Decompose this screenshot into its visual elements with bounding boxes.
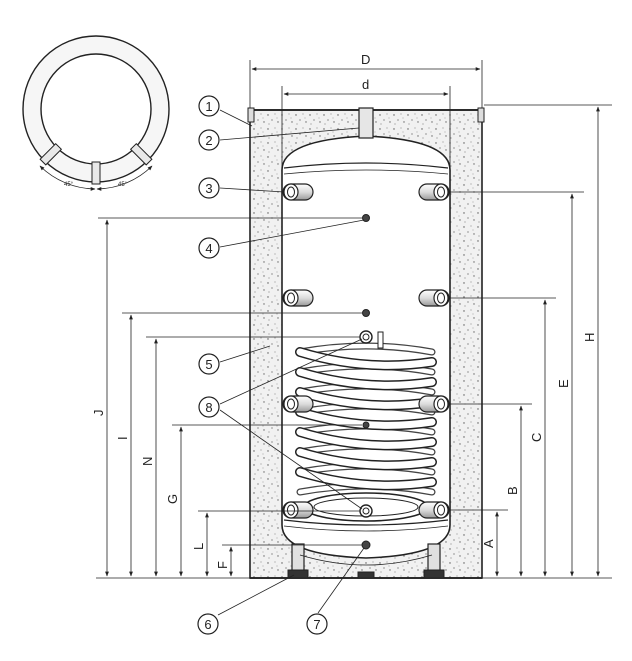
right-dimensions: A B C E H bbox=[449, 104, 612, 579]
top-view: 45° 45° bbox=[22, 35, 170, 191]
dim-label-E: E bbox=[556, 379, 571, 388]
top-view-angle-arc-right bbox=[96, 165, 153, 191]
dim-label-C: C bbox=[529, 433, 544, 442]
svg-text:3: 3 bbox=[205, 181, 212, 196]
top-view-angle-arc-left bbox=[39, 165, 96, 191]
right-connections bbox=[418, 183, 450, 519]
callout-8: 8 bbox=[198, 396, 220, 418]
dim-label-A: A bbox=[481, 539, 496, 548]
foot-left bbox=[291, 543, 305, 573]
left-dimensions: J I N G L F bbox=[91, 217, 362, 579]
top-dimensions: D d bbox=[249, 52, 483, 170]
dim-label-D: D bbox=[361, 52, 370, 67]
svg-text:2: 2 bbox=[205, 133, 212, 148]
left-connection-3 bbox=[282, 395, 314, 413]
sensor-sockets bbox=[359, 214, 373, 550]
callout-6: 6 bbox=[197, 613, 219, 635]
svg-text:8: 8 bbox=[205, 400, 212, 415]
dim-label-B: B bbox=[505, 486, 520, 495]
sensor-socket-2 bbox=[362, 309, 370, 317]
right-connection-2 bbox=[418, 289, 450, 307]
top-view-stub-right bbox=[129, 142, 153, 166]
feet bbox=[287, 543, 445, 579]
svg-text:5: 5 bbox=[205, 357, 212, 372]
callout-3: 3 bbox=[198, 177, 220, 199]
dim-label-J: J bbox=[91, 410, 106, 417]
dim-label-d: d bbox=[362, 77, 369, 92]
right-connection-4 bbox=[418, 501, 450, 519]
svg-text:1: 1 bbox=[205, 99, 212, 114]
left-connection-2 bbox=[282, 289, 314, 307]
dim-label-F: F bbox=[215, 561, 230, 569]
callout-7: 7 bbox=[306, 613, 328, 635]
left-connection-4 bbox=[282, 501, 314, 519]
coil-outlet-fitting bbox=[359, 504, 373, 518]
dim-label-I: I bbox=[115, 436, 130, 440]
callout-4: 4 bbox=[198, 237, 220, 259]
callout-2: 2 bbox=[198, 129, 220, 151]
top-view-stub-center bbox=[91, 161, 101, 185]
sensor-socket-3 bbox=[362, 421, 370, 429]
right-connection-1 bbox=[418, 183, 450, 201]
callout-leaders bbox=[217, 109, 365, 616]
left-connection-1 bbox=[282, 183, 314, 201]
callout-1: 1 bbox=[198, 95, 220, 117]
heat-exchanger-coil bbox=[295, 331, 437, 522]
callout-5: 5 bbox=[198, 353, 220, 375]
dim-label-H: H bbox=[582, 333, 597, 342]
top-vent-pipe bbox=[358, 107, 374, 139]
foot-right bbox=[427, 543, 441, 573]
dim-label-G: G bbox=[165, 494, 180, 504]
coil-inlet-fitting bbox=[359, 330, 373, 344]
drain-fitting bbox=[361, 540, 371, 550]
top-view-stub-left bbox=[39, 142, 63, 166]
angle-label-left: 45° bbox=[64, 182, 74, 188]
foot-center bbox=[357, 571, 375, 579]
dim-label-N: N bbox=[140, 457, 155, 466]
svg-text:7: 7 bbox=[313, 617, 320, 632]
callouts: 1 2 3 4 5 6 7 8 bbox=[197, 95, 328, 635]
right-connection-3 bbox=[418, 395, 450, 413]
dim-label-L: L bbox=[191, 543, 206, 550]
svg-text:4: 4 bbox=[205, 241, 212, 256]
angle-label-right: 45° bbox=[118, 182, 128, 188]
svg-text:6: 6 bbox=[204, 617, 211, 632]
left-connections bbox=[282, 183, 314, 519]
sensor-socket-1 bbox=[362, 214, 370, 222]
